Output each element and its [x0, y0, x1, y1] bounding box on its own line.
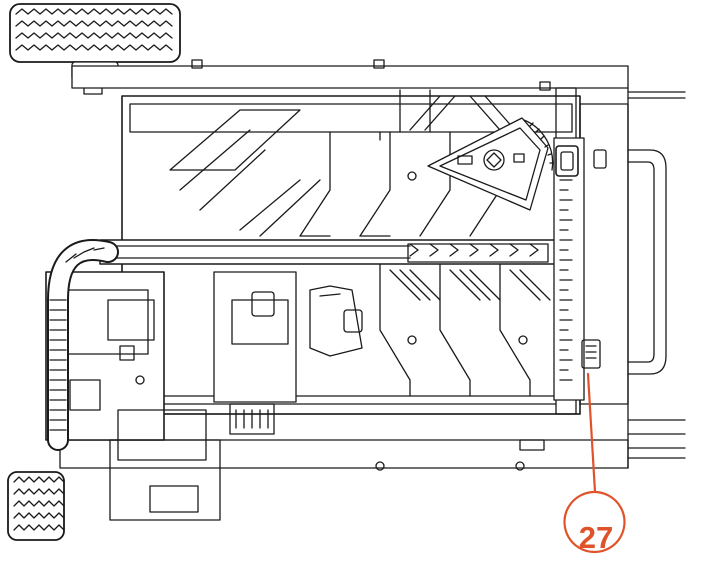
rip-fence-scale [553, 137, 607, 401]
hardware-bolts [119, 59, 551, 471]
blade-guard [213, 271, 363, 435]
miter-gauge [427, 117, 554, 211]
wheel-bottom-left [7, 471, 65, 541]
stand-frame [59, 65, 686, 469]
callout-27-leader [563, 372, 626, 554]
dust-hose [47, 239, 119, 451]
callout-number: 27 [578, 520, 614, 555]
blade-slot [99, 239, 563, 265]
table-channels-lower [379, 172, 551, 397]
carry-handle [627, 149, 667, 375]
table-channels-upper [169, 89, 516, 237]
